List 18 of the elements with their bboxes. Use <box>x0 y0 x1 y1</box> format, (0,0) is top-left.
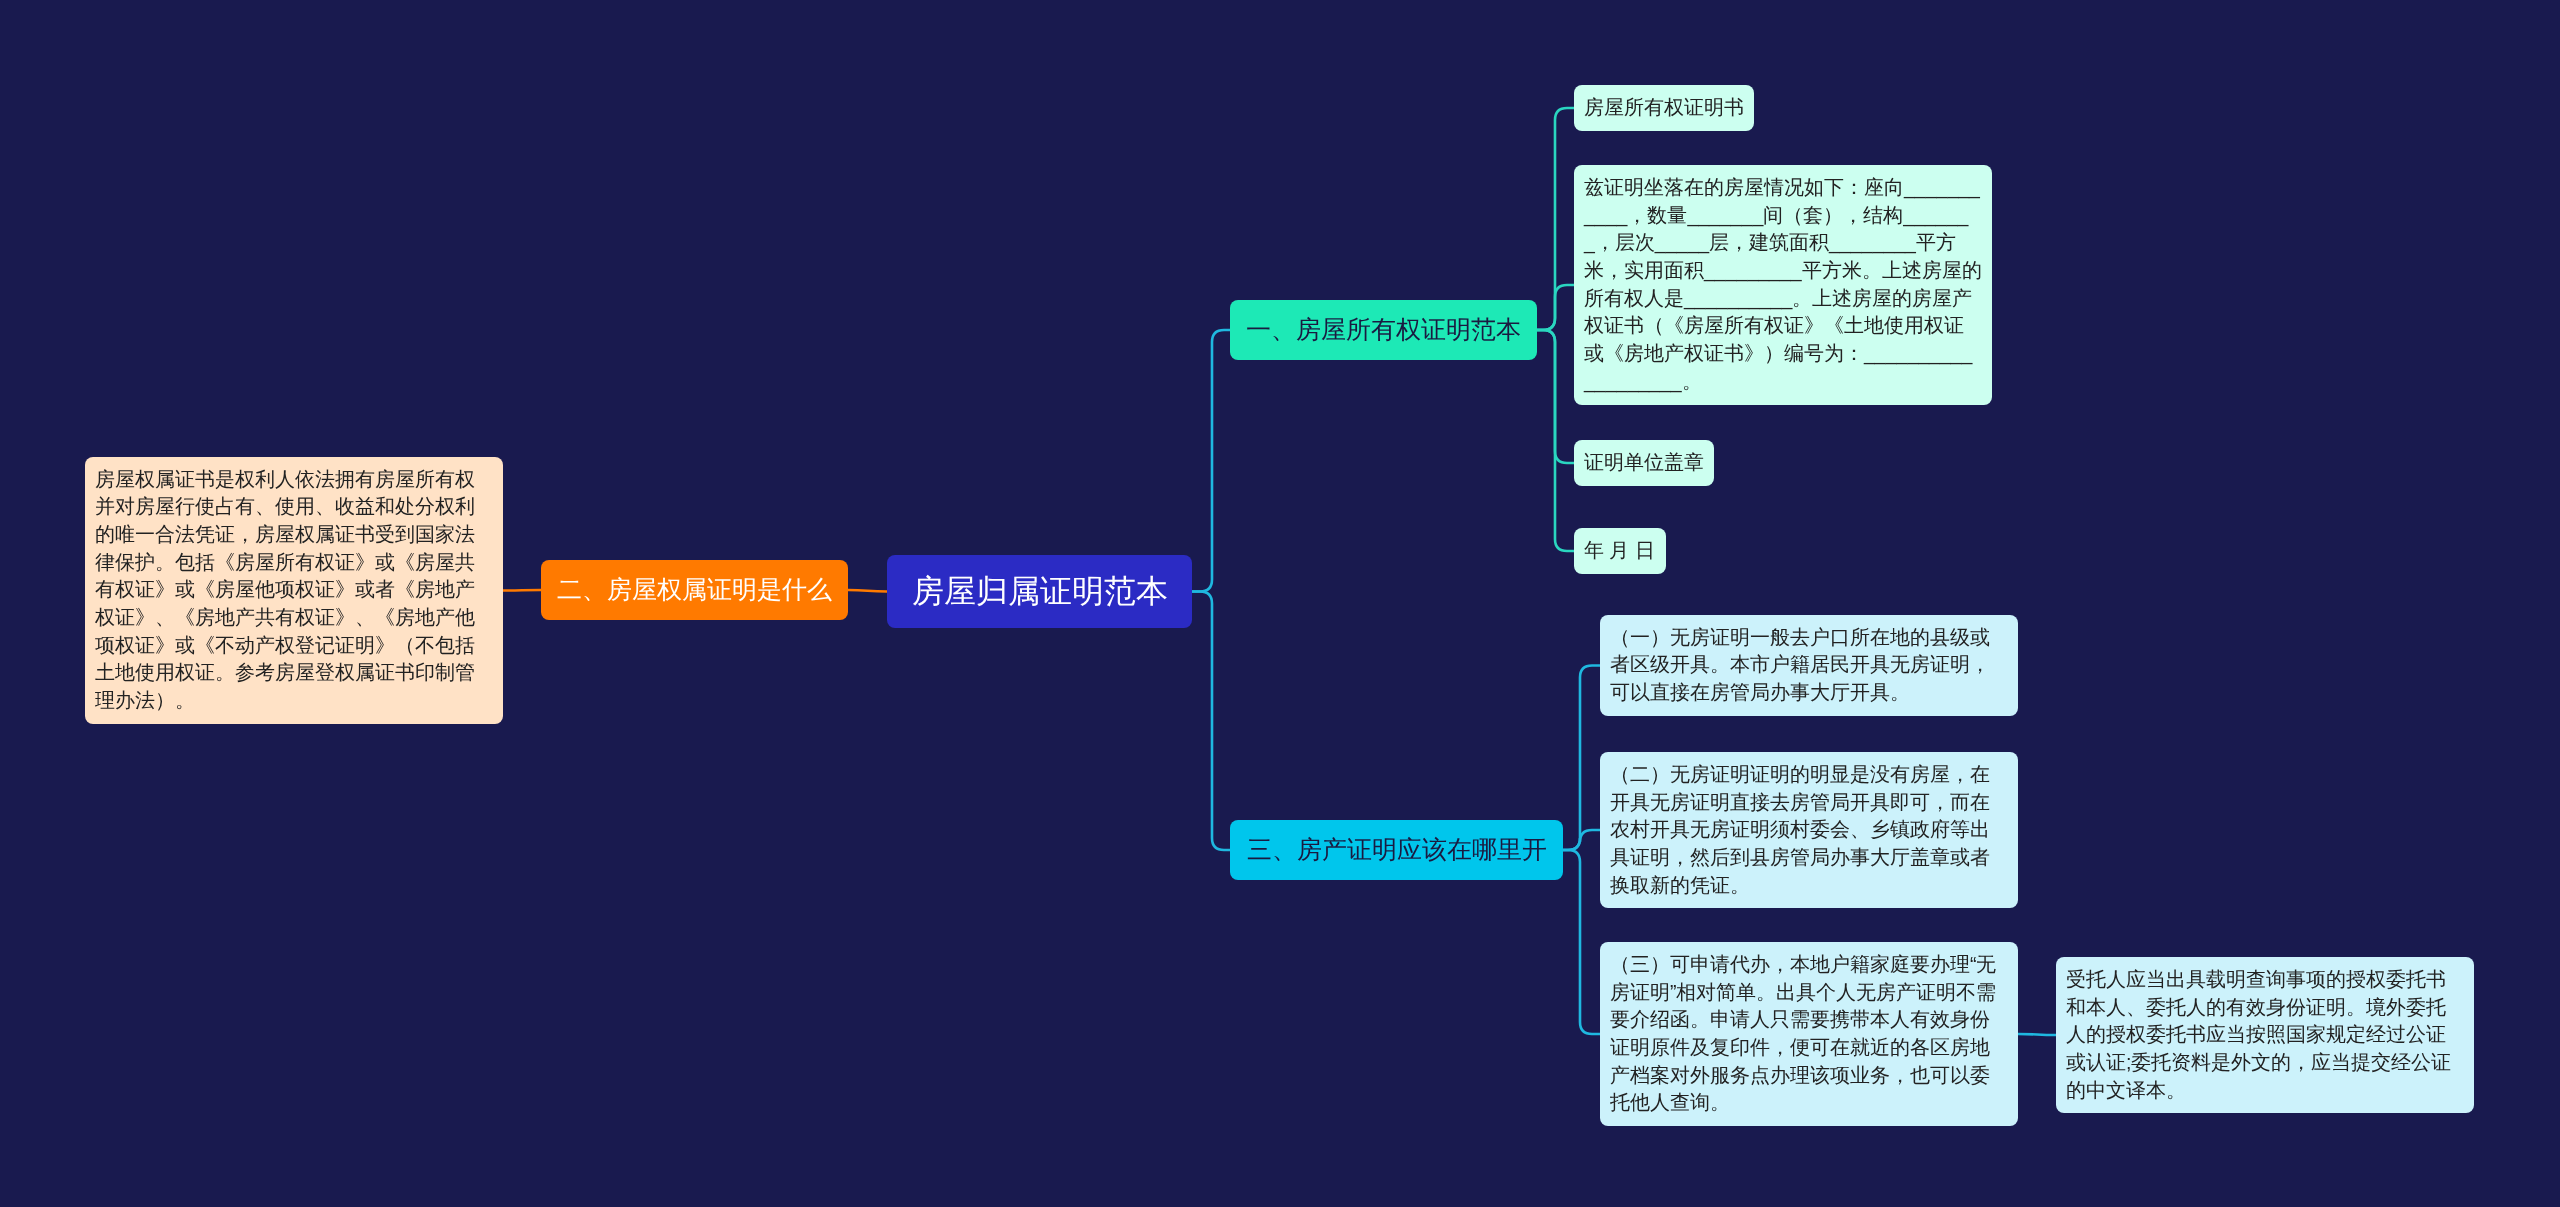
text-box: 兹证明坐落在的房屋情况如下：座向___________，数量_______间（套），结构_______，层次_____层，建筑面积________平方米，实用面积_________平方米。上述房屋的所有权人是__________。上述房屋的房屋产权证书（《房屋所有权证》《土地使用权证或《房地产权证书》）编号为：___________________。 <box>1574 165 1992 405</box>
connector-line <box>1537 328 1574 553</box>
branch-box: 二、房屋权属证明是什么 <box>541 560 848 620</box>
text-box: 证明单位盖章 <box>1574 440 1714 486</box>
text-box: 房屋权属证书是权利人依法拥有房屋所有权并对房屋行使占有、使用、收益和处分权利的唯一合法凭证，房屋权属证书受到国家法律保护。包括《房屋所有权证》或《房屋共有权证》或《房屋他项权证》或者《房地产权证》、《房地产共有权证》、《房地产他项权证》或《不动产权登记证明》（不包括土地使用权证。参考房屋登权属证书印制管理办法）。 <box>85 456 503 724</box>
branch-box: 三、房产证明应该在哪里开 <box>1230 820 1563 880</box>
text-box: 房屋所有权证明书 <box>1574 85 1754 131</box>
connector-line <box>503 588 541 592</box>
connector-line <box>848 588 887 593</box>
branch-box: 一、房屋所有权证明范本 <box>1230 300 1537 360</box>
connector-line <box>1563 848 1600 1036</box>
text-box: （三）可申请代办，本地户籍家庭要办理“无房证明”相对简单。出具个人无房产证明不需要介绍函。申请人只需要携带本人有效身份证明原件及复印件，便可在就近的各区房地产档案对外服务点办理该项业务，也可以委托他人查询。 <box>1600 942 2018 1127</box>
text-box: 年 月 日 <box>1574 528 1666 574</box>
central-topic-box: 房屋归属证明范本 <box>887 554 1192 628</box>
text-box: 受托人应当出具载明查询事项的授权委托书和本人、委托人的有效身份证明。境外委托人的授权委托书应当按照国家规定经过公证或认证;委托资料是外文的，应当提交经公证的中文译本。 <box>2056 957 2474 1114</box>
text-box: （二）无房证明证明的明显是没有房屋，在开具无房证明直接去房管局开具即可，而在农村开具无房证明须村委会、乡镇政府等出具证明，然后到县房管局办事大厅盖章或者换取新的凭证。 <box>1600 752 2018 909</box>
text-box: （一）无房证明一般去户口所在地的县级或者区级开具。本市户籍居民开具无房证明，可以直接在房管局办事大厅开具。 <box>1600 614 2018 716</box>
connector-line <box>2018 1032 2056 1037</box>
